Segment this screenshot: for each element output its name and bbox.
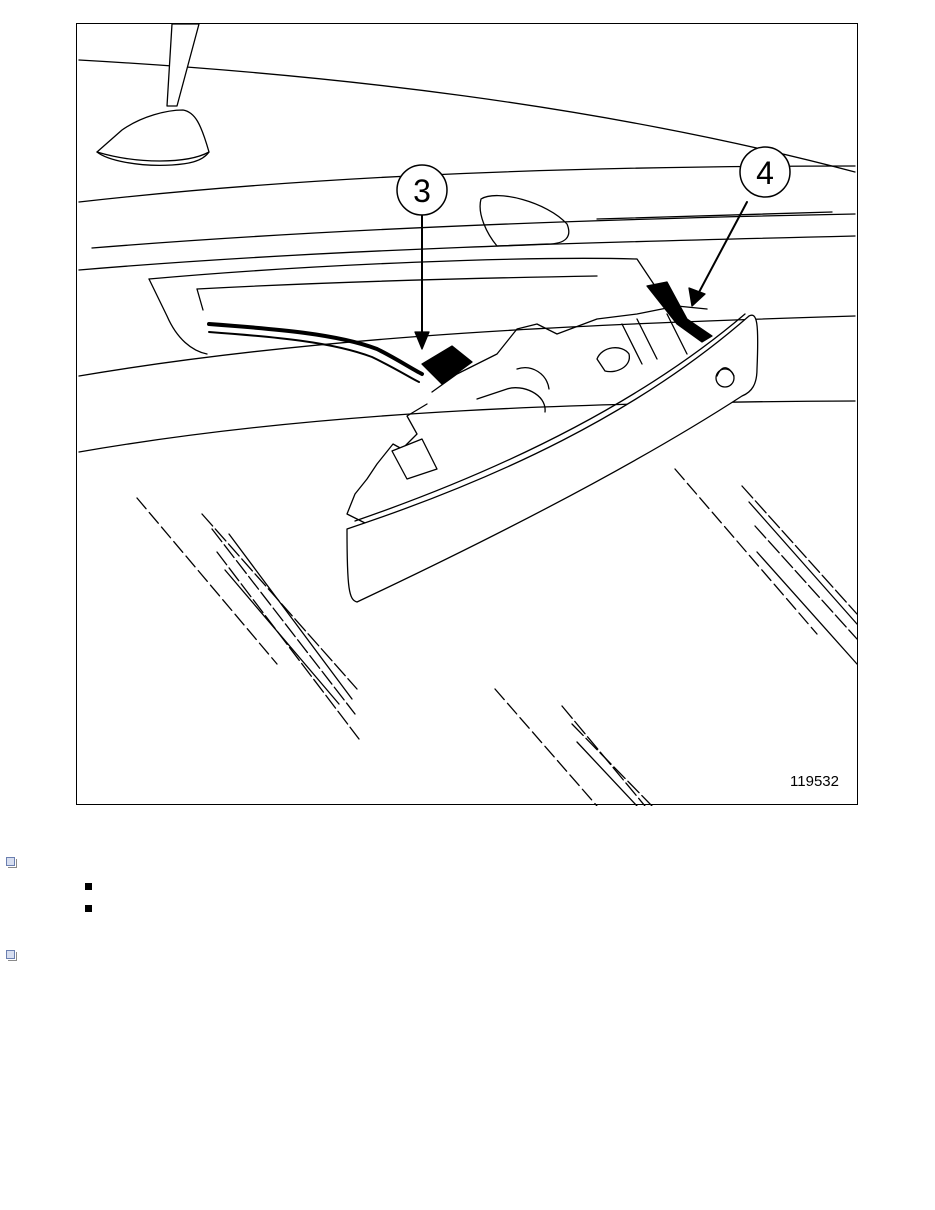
tailgate-lamp-drawing: 3 4: [78, 24, 858, 806]
sublist-bullet-icon: [85, 905, 92, 912]
figure-number: 119532: [790, 773, 839, 790]
callout-4-label: 4: [756, 155, 774, 191]
technical-illustration: 3 4 119532: [76, 23, 858, 806]
callout-3-label: 3: [413, 173, 431, 209]
callout-4: 4: [739, 146, 791, 198]
list-bullet-icon: [6, 857, 17, 868]
antenna-icon: [166, 24, 200, 107]
sublist-bullet-icon: [85, 883, 92, 890]
list-bullet-icon: [6, 950, 17, 961]
callout-3: 3: [396, 164, 448, 216]
